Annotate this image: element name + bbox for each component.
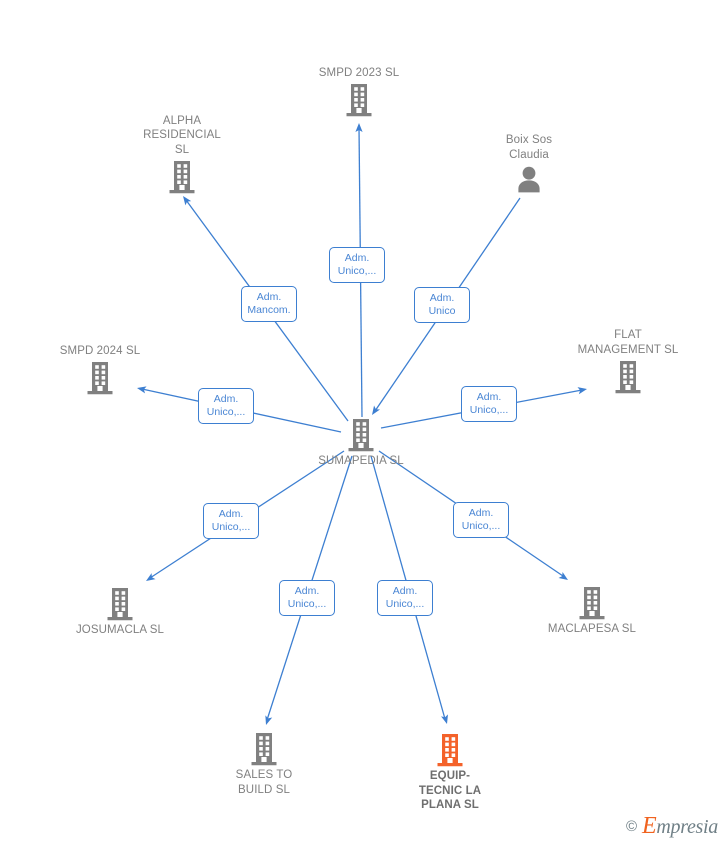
node-maclapesa[interactable]: MACLAPESA SL: [512, 586, 672, 637]
empresia-watermark: © Empresia: [626, 813, 718, 840]
node-label: SALES TO BUILD SL: [235, 769, 293, 796]
node-salesto[interactable]: SALES TO BUILD SL: [184, 732, 344, 797]
building-icon: [370, 733, 530, 767]
node-label: Boix Sos Claudia: [505, 134, 553, 161]
edge-label-e-smpd2024[interactable]: Adm. Unico,...: [198, 388, 254, 424]
empresia-logo-initial: E: [642, 813, 657, 839]
building-icon: [20, 361, 180, 395]
node-label: EQUIP- TECNIC LA PLANA SL: [418, 770, 482, 811]
edge-label-e-smpd2023[interactable]: Adm. Unico,...: [329, 247, 385, 283]
building-icon: [512, 586, 672, 620]
edge-label-e-josumacla[interactable]: Adm. Unico,...: [203, 503, 259, 539]
node-equip[interactable]: EQUIP- TECNIC LA PLANA SL: [370, 733, 530, 813]
node-label: FLAT MANAGEMENT SL: [577, 329, 679, 356]
node-label: JOSUMACLA SL: [75, 624, 165, 636]
person-icon: [449, 165, 609, 193]
building-icon: [281, 418, 441, 452]
building-icon: [40, 587, 200, 621]
edge-arrowhead: [137, 386, 147, 394]
node-smpd2023[interactable]: SMPD 2023 SL: [279, 66, 439, 118]
building-icon: [548, 360, 708, 394]
edge-arrowhead: [355, 123, 363, 132]
node-label: MACLAPESA SL: [547, 623, 637, 635]
node-flat[interactable]: FLAT MANAGEMENT SL: [548, 328, 708, 394]
edge-arrowhead: [577, 387, 587, 395]
building-icon: [184, 732, 344, 766]
edge-label-e-alpha[interactable]: Adm. Mancom.: [241, 286, 297, 322]
edge-arrowhead: [183, 196, 192, 206]
node-alpha[interactable]: ALPHA RESIDENCIAL SL: [102, 114, 262, 195]
edge-arrowhead: [265, 715, 273, 725]
edge-arrowhead: [558, 571, 568, 580]
node-label: SMPD 2023 SL: [318, 66, 400, 79]
copyright-symbol: ©: [625, 818, 638, 835]
empresia-logo-rest: mpresia: [656, 816, 718, 838]
building-icon: [102, 160, 262, 194]
node-label: SUMAPEDIA SL: [318, 455, 404, 467]
edge-arrowhead: [372, 405, 381, 415]
node-boix[interactable]: Boix Sos Claudia: [449, 133, 609, 193]
node-label: ALPHA RESIDENCIAL SL: [143, 114, 221, 156]
node-josumacla[interactable]: JOSUMACLA SL: [40, 587, 200, 638]
node-label: SMPD 2024 SL: [59, 344, 141, 357]
edge-label-e-maclapesa[interactable]: Adm. Unico,...: [453, 502, 509, 538]
edge-label-e-equip[interactable]: Adm. Unico,...: [377, 580, 433, 616]
edge-label-e-salesto[interactable]: Adm. Unico,...: [279, 580, 335, 616]
node-smpd2024[interactable]: SMPD 2024 SL: [20, 344, 180, 396]
edge-label-e-boix[interactable]: Adm. Unico: [414, 287, 470, 323]
empresia-logo: Empresia: [642, 813, 718, 840]
edge-arrowhead: [146, 573, 156, 581]
edge-label-e-flat[interactable]: Adm. Unico,...: [461, 386, 517, 422]
edge-arrowhead: [441, 714, 448, 724]
node-sumapedia[interactable]: SUMAPEDIA SL: [281, 418, 441, 469]
building-icon: [279, 83, 439, 117]
